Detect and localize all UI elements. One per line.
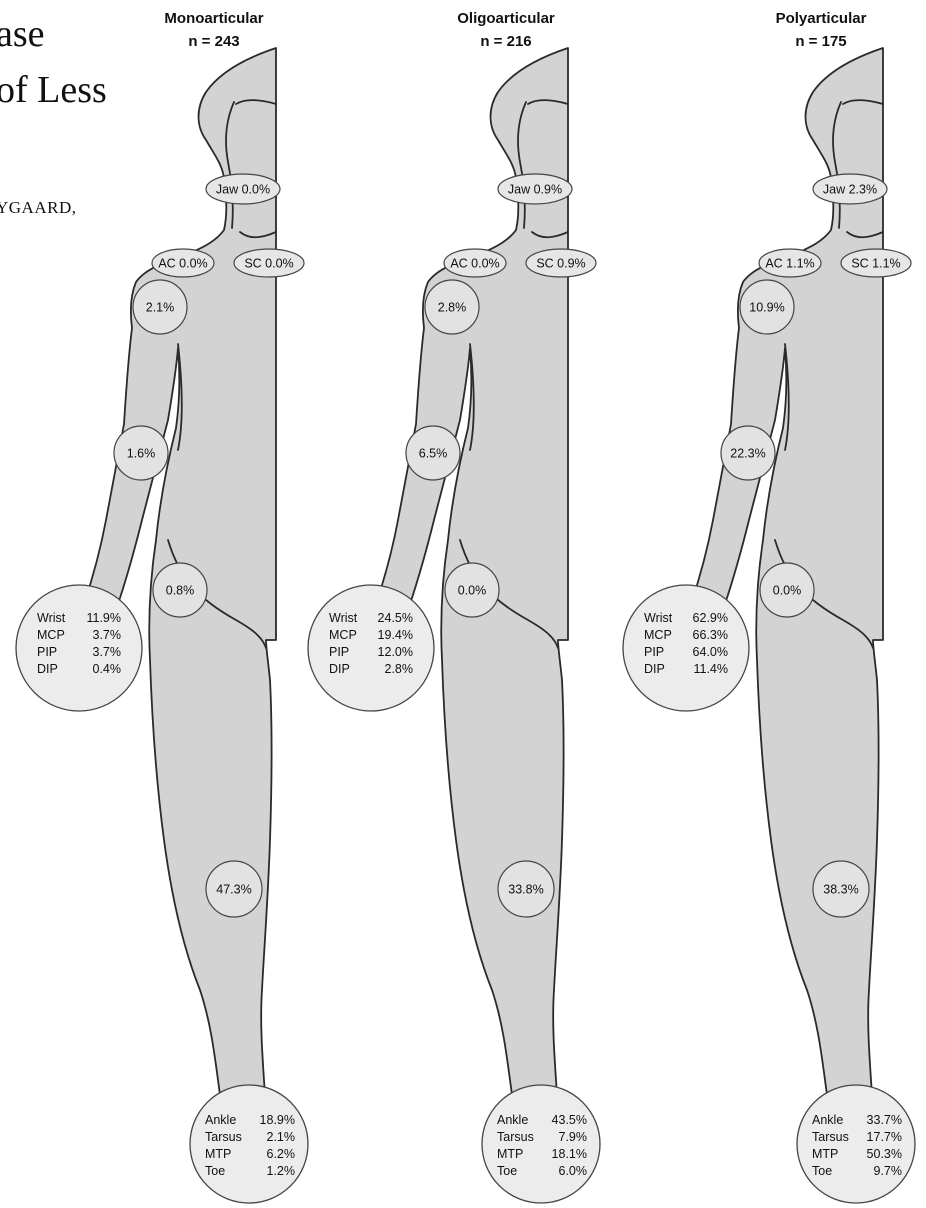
hand-joint-name: MCP [37, 628, 65, 642]
foot-joints-circle [797, 1085, 915, 1203]
hand-joint-name: DIP [644, 662, 665, 676]
foot-joint-name: Tarsus [205, 1130, 242, 1144]
ac-joint-label: AC 0.0% [450, 257, 499, 271]
panel-title: Monoarticular [164, 10, 263, 27]
panel-sample-size: n = 175 [795, 33, 846, 50]
panel-title: Polyarticular [776, 10, 867, 27]
jaw-joint-label: Jaw 0.9% [508, 183, 562, 197]
hip-joint-label: 0.0% [458, 584, 487, 598]
hip-joint-label: 0.0% [773, 584, 802, 598]
knee-joint-label: 47.3% [216, 883, 251, 897]
panel-sample-size: n = 243 [188, 33, 239, 50]
elbow-joint-label: 1.6% [127, 447, 156, 461]
hand-joint-value: 11.4% [693, 662, 728, 676]
foot-joint-value: 6.0% [559, 1164, 588, 1178]
hand-joint-name: PIP [644, 645, 664, 659]
foot-joint-value: 6.2% [267, 1147, 296, 1161]
foot-joint-name: MTP [205, 1147, 231, 1161]
hand-joint-name: MCP [644, 628, 672, 642]
jaw-joint-label: Jaw 2.3% [823, 183, 877, 197]
hand-joint-value: 3.7% [93, 645, 122, 659]
hand-joint-name: PIP [329, 645, 349, 659]
elbow-joint-label: 22.3% [730, 447, 765, 461]
hand-joint-name: Wrist [37, 611, 66, 625]
foot-joint-name: Ankle [205, 1113, 236, 1127]
hand-joint-name: DIP [329, 662, 350, 676]
sc-joint-label: SC 1.1% [851, 257, 900, 271]
foot-joint-value: 1.2% [267, 1164, 296, 1178]
knee-joint-label: 33.8% [508, 883, 543, 897]
hand-joint-name: MCP [329, 628, 357, 642]
panel-title: Oligoarticular [457, 10, 555, 27]
knee-joint-label: 38.3% [823, 883, 858, 897]
hand-joint-name: Wrist [644, 611, 673, 625]
hand-joints-circle [16, 585, 142, 711]
foot-joint-name: Tarsus [497, 1130, 534, 1144]
foot-joint-name: MTP [497, 1147, 523, 1161]
hand-joint-value: 2.8% [385, 662, 414, 676]
shoulder-joint-label: 2.1% [146, 301, 175, 315]
foot-joint-name: Toe [497, 1164, 517, 1178]
foot-joint-value: 18.1% [552, 1147, 587, 1161]
foot-joint-name: Toe [812, 1164, 832, 1178]
hand-joint-value: 11.9% [86, 611, 121, 625]
foot-joint-value: 33.7% [867, 1113, 902, 1127]
sc-joint-label: SC 0.0% [244, 257, 293, 271]
hand-joint-value: 19.4% [378, 628, 413, 642]
elbow-joint-label: 6.5% [419, 447, 448, 461]
hand-joint-name: PIP [37, 645, 57, 659]
ac-joint-label: AC 1.1% [765, 257, 814, 271]
hand-joint-value: 24.5% [378, 611, 413, 625]
hand-joints-circle [308, 585, 434, 711]
sc-joint-label: SC 0.9% [536, 257, 585, 271]
foot-joint-name: Ankle [497, 1113, 528, 1127]
foot-joint-value: 9.7% [874, 1164, 903, 1178]
foot-joint-value: 50.3% [867, 1147, 902, 1161]
hand-joint-value: 64.0% [693, 645, 728, 659]
hand-joint-name: DIP [37, 662, 58, 676]
foot-joints-circle [190, 1085, 308, 1203]
foot-joint-name: Toe [205, 1164, 225, 1178]
ac-joint-label: AC 0.0% [158, 257, 207, 271]
foot-joint-name: Ankle [812, 1113, 843, 1127]
foot-joint-value: 43.5% [552, 1113, 587, 1127]
hand-joint-value: 66.3% [693, 628, 728, 642]
foot-joint-value: 17.7% [867, 1130, 902, 1144]
hand-joints-circle [623, 585, 749, 711]
foot-joint-value: 2.1% [267, 1130, 296, 1144]
foot-joint-value: 7.9% [559, 1130, 588, 1144]
hip-joint-label: 0.8% [166, 584, 195, 598]
hand-joint-value: 0.4% [93, 662, 122, 676]
shoulder-joint-label: 2.8% [438, 301, 467, 315]
jaw-joint-label: Jaw 0.0% [216, 183, 270, 197]
hand-joint-name: Wrist [329, 611, 358, 625]
hand-joint-value: 12.0% [378, 645, 413, 659]
hand-joint-value: 62.9% [693, 611, 728, 625]
foot-joints-circle [482, 1085, 600, 1203]
foot-joint-name: MTP [812, 1147, 838, 1161]
hand-joint-value: 3.7% [93, 628, 122, 642]
foot-joint-name: Tarsus [812, 1130, 849, 1144]
panel-sample-size: n = 216 [480, 33, 531, 50]
foot-joint-value: 18.9% [260, 1113, 295, 1127]
shoulder-joint-label: 10.9% [749, 301, 784, 315]
